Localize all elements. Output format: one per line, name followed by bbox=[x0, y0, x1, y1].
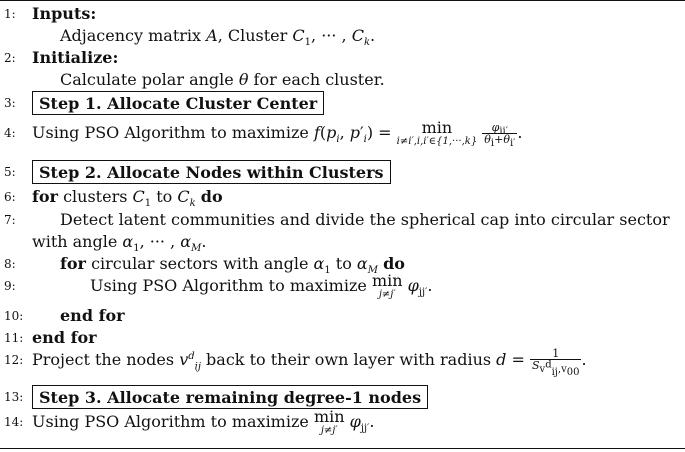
line-7: 7: Detect latent communities and divide … bbox=[0, 208, 685, 232]
line-number: 6: bbox=[4, 190, 16, 204]
line-7-cont-text: with angle α1, ··· , αM. bbox=[32, 232, 207, 255]
step1-box: Step 1. Allocate Cluster Center bbox=[32, 91, 325, 115]
line-number: 7: bbox=[4, 213, 16, 227]
line-number: 10: bbox=[4, 309, 24, 323]
line-1-body: Adjacency matrix A, Cluster C1, ··· , Ck… bbox=[0, 24, 685, 48]
line-11: 11: end for bbox=[0, 326, 685, 350]
line-number: 1: bbox=[4, 7, 16, 21]
line-10: 10: end for bbox=[0, 304, 685, 328]
line-1: 1: Inputs: bbox=[0, 2, 685, 26]
line-number: 8: bbox=[4, 257, 16, 271]
line-number: 4: bbox=[4, 126, 16, 140]
line-number: 5: bbox=[4, 165, 16, 179]
step2-box: Step 2. Allocate Nodes within Clusters bbox=[32, 160, 391, 184]
line-6: 6: for clusters C1 to Ck do bbox=[0, 185, 685, 209]
bottom-rule bbox=[0, 448, 685, 449]
line-2: 2: Initialize: bbox=[0, 46, 685, 70]
inputs-text: Adjacency matrix A, Cluster C1, ··· , Ck… bbox=[60, 26, 376, 49]
line-number: 12: bbox=[4, 353, 24, 367]
step3-box: Step 3. Allocate remaining degree-1 node… bbox=[32, 385, 429, 409]
line-3: 3: Step 1. Allocate Cluster Center bbox=[0, 91, 685, 115]
line-12: 12: Project the nodes vdij back to their… bbox=[0, 347, 685, 379]
line-2-body: Calculate polar angle θ for each cluster… bbox=[0, 68, 685, 92]
end-for-outer: end for bbox=[32, 328, 97, 347]
line-5: 5: Step 2. Allocate Nodes within Cluster… bbox=[0, 160, 685, 184]
line-number: 14: bbox=[4, 415, 24, 429]
line-number: 2: bbox=[4, 51, 16, 65]
initialize-heading: Initialize: bbox=[32, 48, 119, 67]
line-8-text: for circular sectors with angle α1 to αM… bbox=[60, 254, 405, 277]
line-4: 4: Using PSO Algorithm to maximize f(pi,… bbox=[0, 120, 685, 149]
line-4-text: Using PSO Algorithm to maximize f(pi, p′… bbox=[32, 118, 523, 150]
top-rule bbox=[0, 0, 685, 1]
line-number: 13: bbox=[4, 390, 24, 404]
line-number: 11: bbox=[4, 331, 24, 345]
line-7-text: Detect latent communities and divide the… bbox=[60, 210, 670, 229]
line-13: 13: Step 3. Allocate remaining degree-1 … bbox=[0, 385, 685, 409]
line-number: 3: bbox=[4, 96, 16, 110]
line-number: 9: bbox=[4, 279, 16, 293]
line-8: 8: for circular sectors with angle α1 to… bbox=[0, 252, 685, 276]
initialize-text: Calculate polar angle θ for each cluster… bbox=[60, 70, 385, 89]
line-6-text: for clusters C1 to Ck do bbox=[32, 187, 223, 210]
line-12-text: Project the nodes vdij back to their own… bbox=[32, 347, 587, 379]
end-for-inner: end for bbox=[60, 306, 125, 325]
inputs-heading: Inputs: bbox=[32, 4, 97, 23]
line-7-cont: with angle α1, ··· , αM. bbox=[0, 230, 685, 254]
